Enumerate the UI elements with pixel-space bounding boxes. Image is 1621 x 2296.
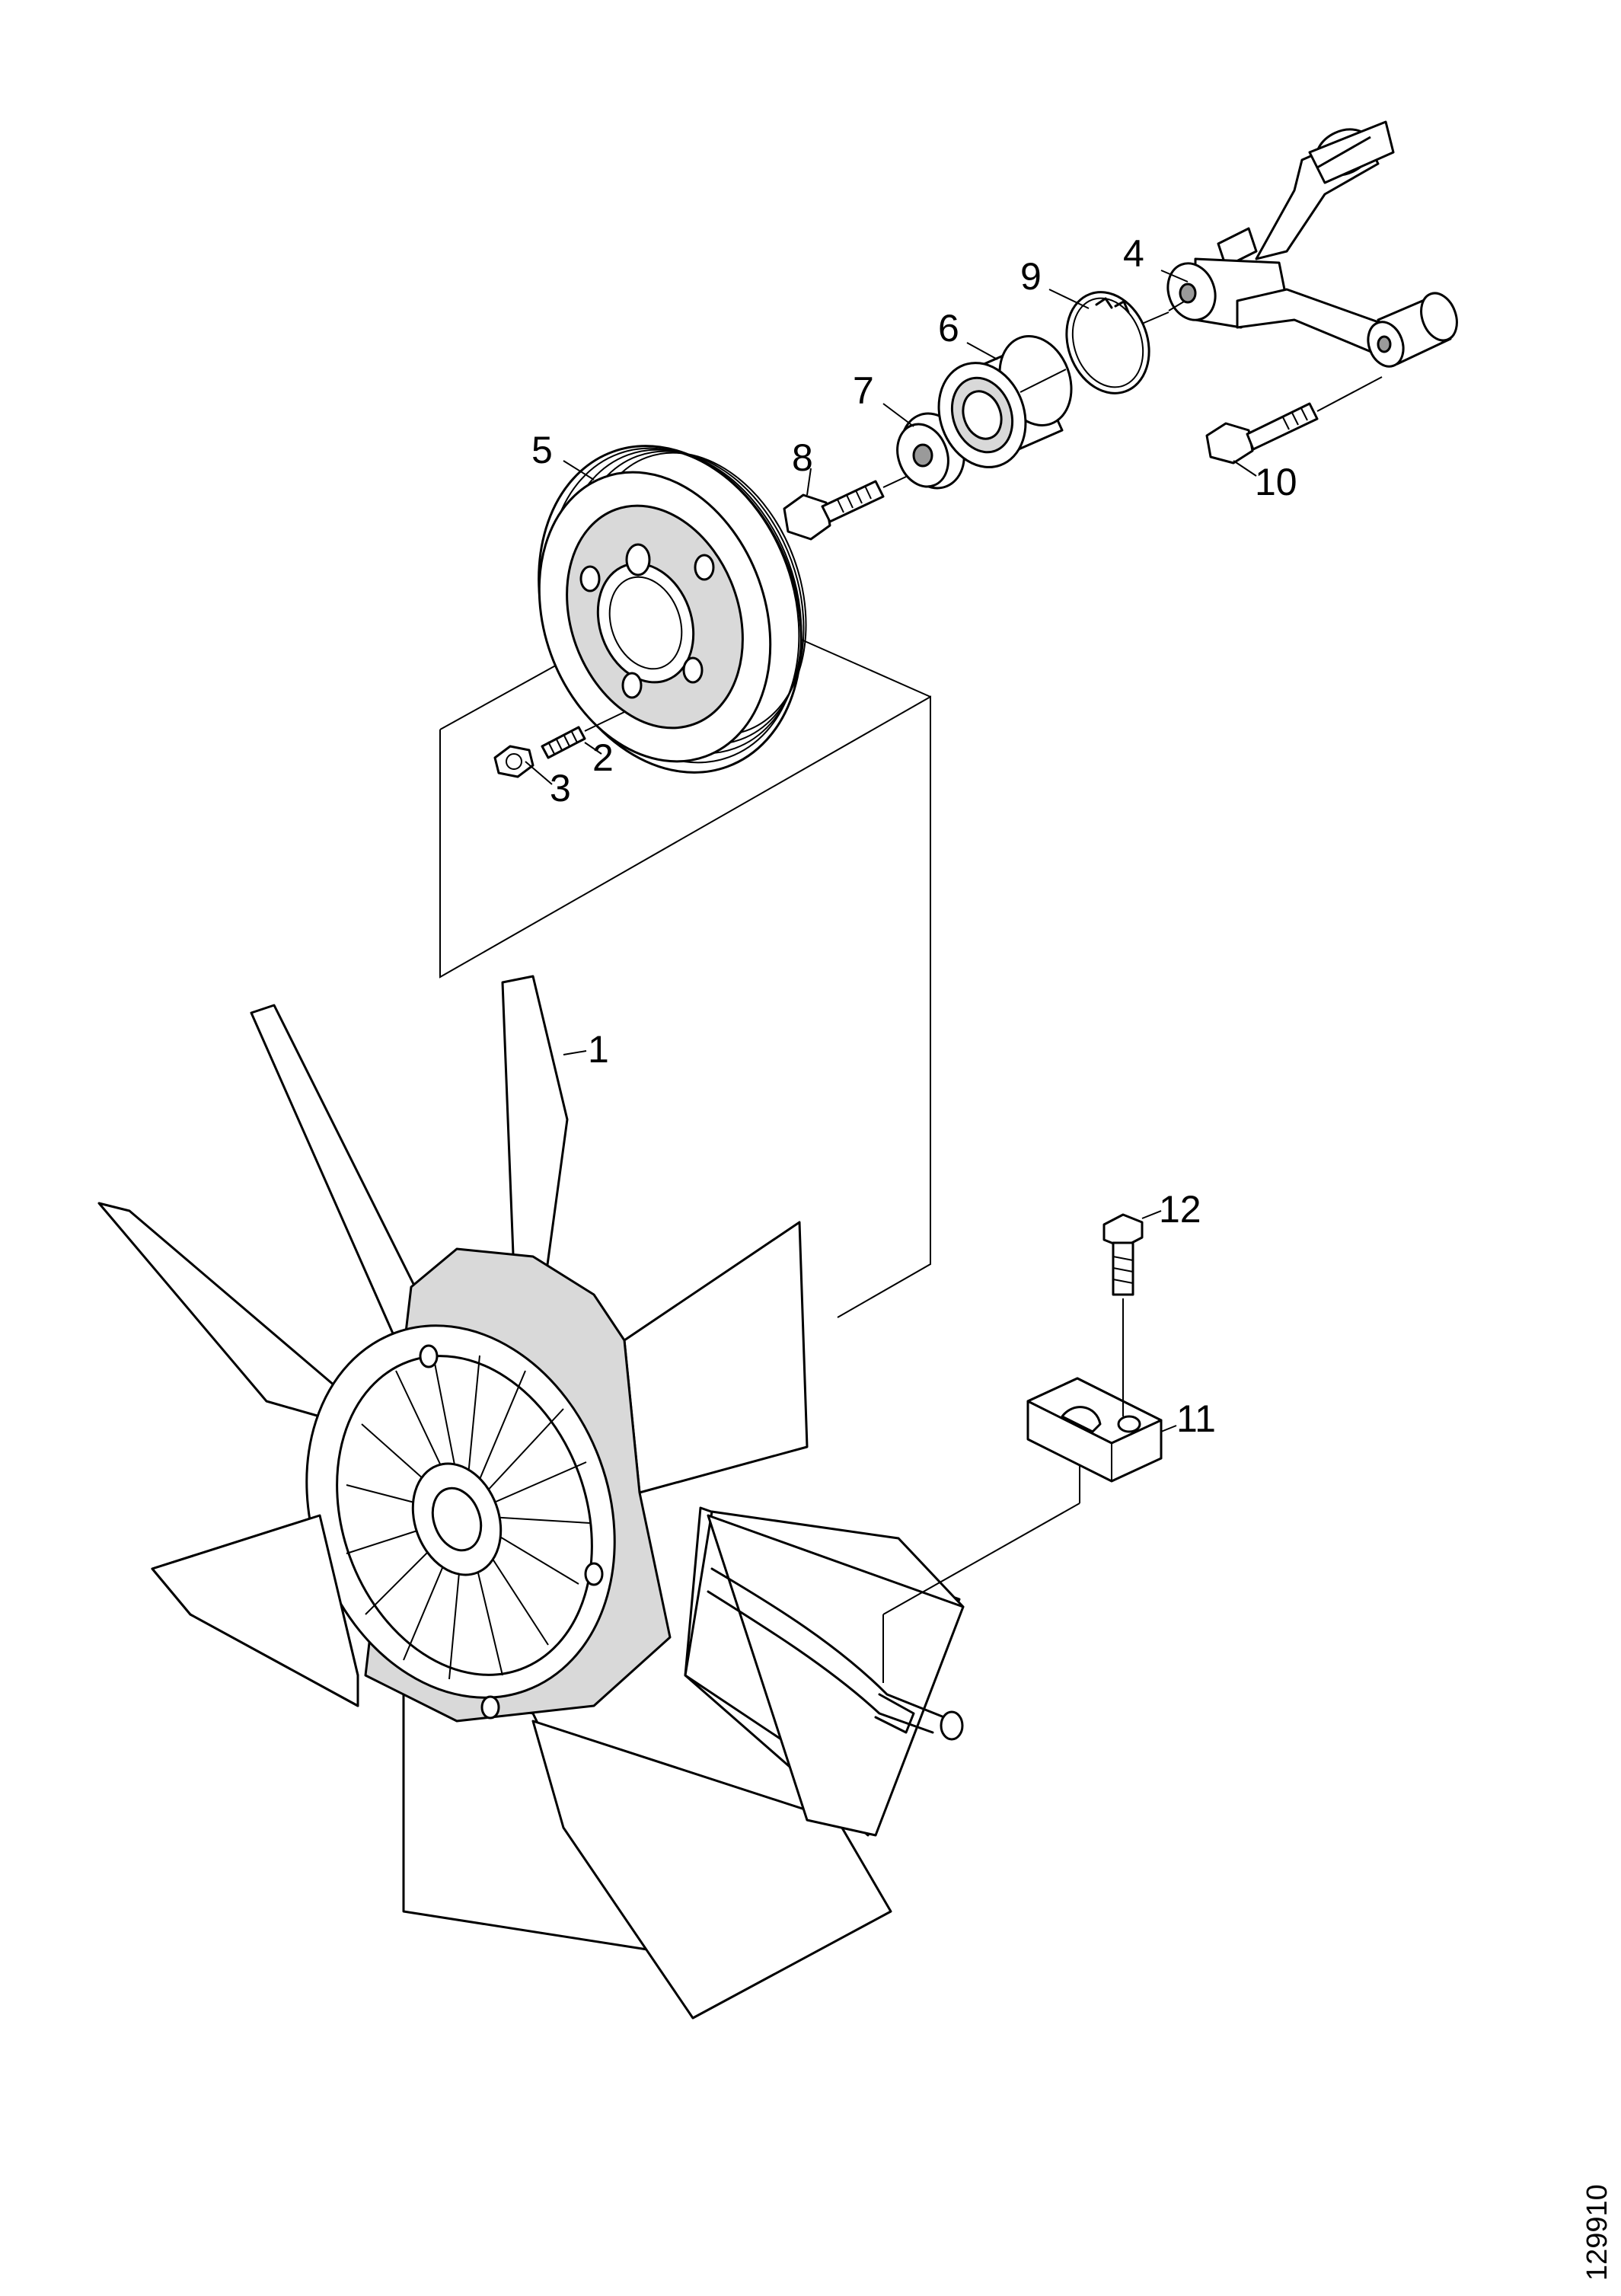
callout-1: 1 [588,1028,609,1071]
fan-blade-front [151,1514,359,1707]
fan-blade [531,1720,892,2020]
fan-blade [623,1221,809,1494]
flange-bolt [1102,1213,1144,1416]
leader-lines [525,270,1257,1432]
tensioner-arm [1166,120,1458,368]
fan-blade [97,1202,337,1418]
callout-11: 11 [1176,1397,1216,1440]
fan-blade [250,1004,428,1342]
bearing [937,335,1073,468]
callout-6: 6 [938,307,959,350]
callout-3: 3 [550,767,571,810]
clamp-bracket [1026,1377,1163,1483]
fan-ring-hole [419,1344,439,1368]
stud [541,711,625,759]
callout-4: 4 [1123,232,1144,275]
callout-10: 10 [1255,461,1297,503]
callout-2: 2 [592,736,614,779]
callout-5: 5 [531,429,553,471]
washer [896,412,987,490]
fan-clutch-core [431,1486,483,1552]
figure-reference-number: 129910 [1581,2184,1613,2281]
fan-shroud-section [707,1443,1080,1837]
callout-9: 9 [1020,255,1042,298]
bolt [783,476,907,541]
pulley [538,445,807,774]
fan-assembly [97,975,965,2020]
circlip [1065,291,1169,394]
fan-ring-hole [480,1695,500,1720]
nut [493,745,534,778]
long-bolt [1205,376,1383,465]
callout-12: 12 [1159,1188,1201,1231]
callout-8: 8 [792,436,813,479]
fan-ring-hole [584,1562,604,1586]
callout-7: 7 [853,369,874,412]
